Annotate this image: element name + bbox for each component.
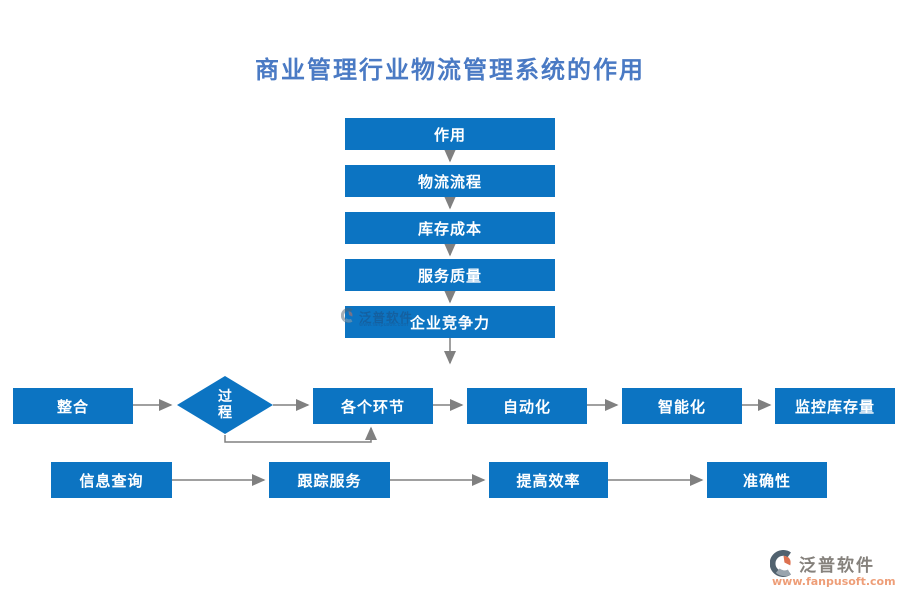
- node-tracking-service: 跟踪服务: [269, 462, 390, 498]
- fanpu-logo-icon: [770, 550, 791, 577]
- node-each-link: 各个环节: [313, 388, 433, 424]
- watermark-url: www.fanpusoft.com: [359, 322, 409, 328]
- footer-logo: 泛普软件 www.fanpusoft.com: [769, 549, 896, 594]
- node-service-quality: 服务质量: [345, 259, 555, 291]
- node-inventory-cost: 库存成本: [345, 212, 555, 244]
- fanpu-logo-icon: [341, 308, 353, 323]
- watermark: 泛普软件 www.fanpusoft.com: [341, 307, 431, 331]
- node-automation: 自动化: [467, 388, 587, 424]
- node-integration: 整合: [13, 388, 133, 424]
- node-function: 作用: [345, 118, 555, 150]
- watermark-text: 泛普软件: [359, 310, 414, 325]
- decision-process: 过程: [177, 376, 273, 434]
- logo-url: www.fanpusoft.com: [772, 575, 896, 588]
- node-intelligence: 智能化: [622, 388, 742, 424]
- decision-label-text: 过程: [218, 388, 232, 421]
- node-info-query: 信息查询: [51, 462, 172, 498]
- diamond-shape: [177, 376, 273, 434]
- node-accuracy: 准确性: [707, 462, 827, 498]
- node-inventory-monitor: 监控库存量: [775, 388, 895, 424]
- node-efficiency: 提高效率: [489, 462, 608, 498]
- node-competitiveness: 企业竞争力: [345, 306, 555, 338]
- page-title: 商业管理行业物流管理系统的作用: [255, 55, 645, 84]
- node-logistics-process: 物流流程: [345, 165, 555, 197]
- logo-name: 泛普软件: [799, 556, 875, 576]
- decision-label: 过程: [177, 376, 273, 434]
